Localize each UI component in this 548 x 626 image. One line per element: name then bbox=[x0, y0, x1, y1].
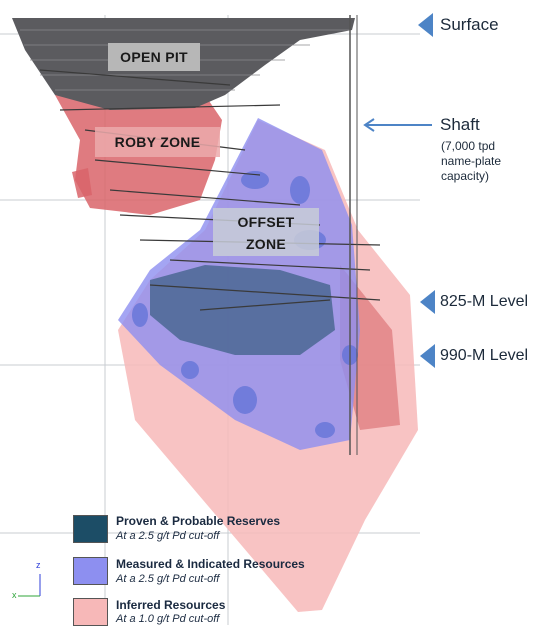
surface-label: Surface bbox=[440, 15, 499, 34]
offset-zone-label-line1: OFFSET bbox=[237, 214, 295, 230]
legend-subtitle-reserves: At a 2.5 g/t Pd cut-off bbox=[116, 530, 220, 542]
level-825-label: 825-M Level bbox=[440, 293, 529, 310]
legend-swatch-reserves bbox=[73, 515, 108, 543]
legend-title-measured: Measured & Indicated Resources bbox=[116, 557, 305, 571]
level-825-marker-icon bbox=[420, 290, 435, 314]
axis-z-label: z bbox=[36, 560, 41, 570]
axis-triad-icon bbox=[18, 574, 41, 597]
legend-subtitle-measured: At a 2.5 g/t Pd cut-off bbox=[116, 573, 220, 585]
level-990-marker-icon bbox=[420, 344, 435, 368]
shaft-note-line1: (7,000 tpd bbox=[441, 139, 496, 153]
offset-zone-label: OFFSET ZONE bbox=[213, 208, 319, 256]
roby-zone-fragment bbox=[72, 168, 92, 198]
offset-zone-label-line2: ZONE bbox=[245, 236, 287, 252]
legend-title-inferred: Inferred Resources bbox=[116, 598, 226, 612]
surface-marker-icon bbox=[418, 13, 433, 37]
shaft-label: Shaft bbox=[440, 115, 480, 134]
axis-x-label: x bbox=[12, 590, 17, 600]
roby-zone-label: ROBY ZONE bbox=[95, 127, 220, 157]
legend-swatch-inferred bbox=[73, 598, 108, 626]
level-990-label: 990-M Level bbox=[440, 347, 529, 364]
open-pit-label: OPEN PIT bbox=[108, 43, 200, 71]
legend-title-reserves: Proven & Probable Reserves bbox=[116, 514, 281, 528]
legend-subtitle-inferred: At a 1.0 g/t Pd cut-off bbox=[116, 613, 220, 625]
shaft-note-line2: name-plate bbox=[441, 154, 502, 168]
shaft-note-line3: capacity) bbox=[441, 169, 490, 183]
shaft-arrow-icon bbox=[363, 118, 432, 132]
legend-swatch-measured bbox=[73, 557, 108, 585]
